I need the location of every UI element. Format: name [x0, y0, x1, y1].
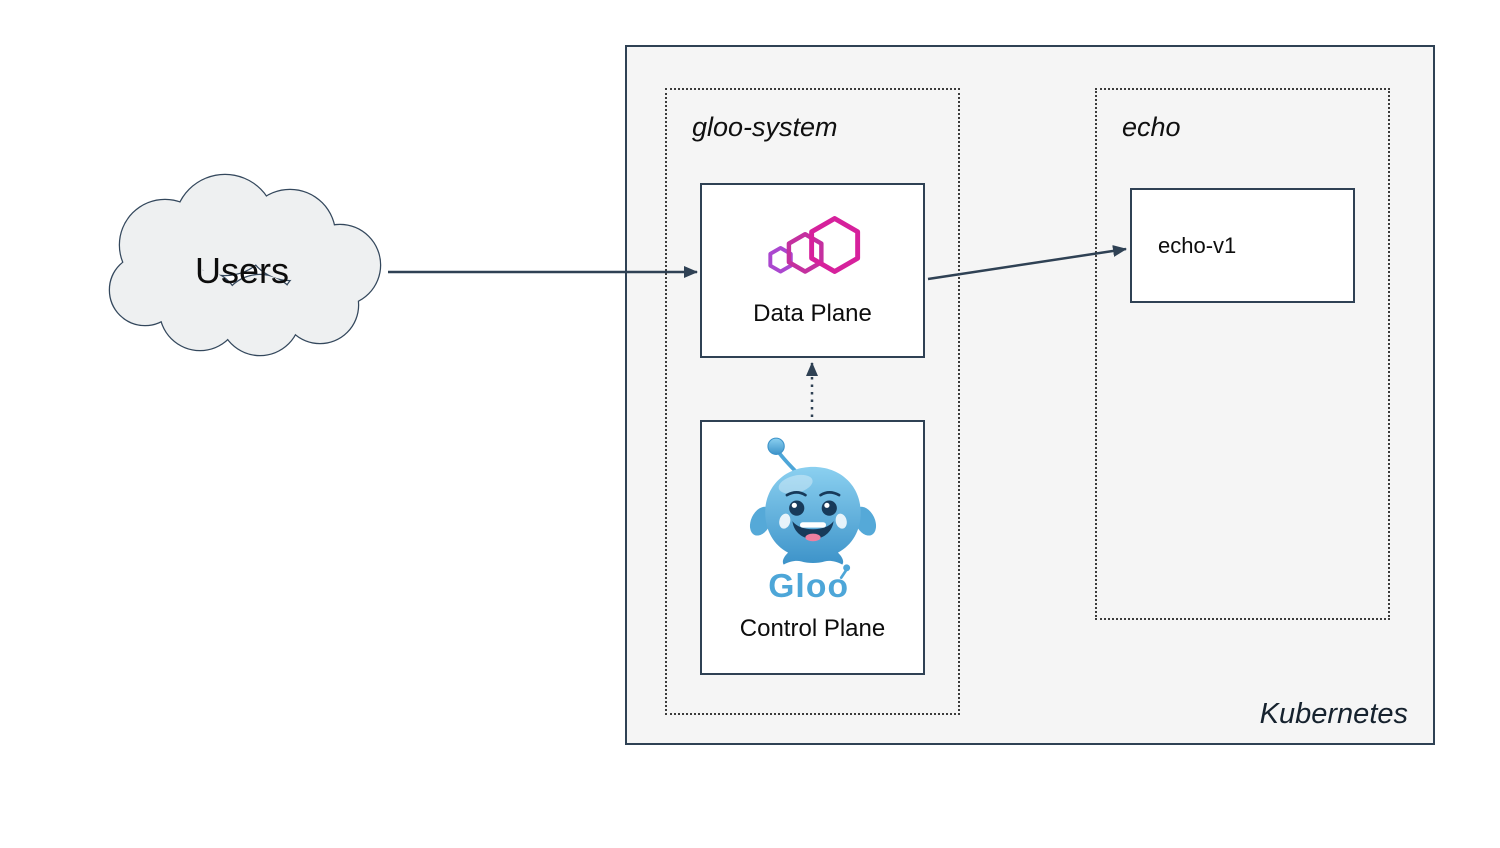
- namespace-gloo-system: gloo-system: [665, 88, 960, 715]
- data-plane-label: Data Plane: [753, 300, 872, 327]
- data-plane-node: Data Plane: [700, 183, 925, 358]
- control-plane-label: Control Plane: [739, 615, 886, 642]
- gloo-system-label: gloo-system: [692, 112, 838, 142]
- echo-v1-label: echo-v1: [1158, 232, 1237, 258]
- users-label: Users: [195, 250, 289, 291]
- echo-namespace-label: echo: [1122, 112, 1181, 142]
- gloo-mascot-icon: Gloo: [737, 430, 889, 613]
- namespace-echo: echo: [1095, 88, 1390, 620]
- gloo-wordmark: Gloo: [768, 568, 849, 605]
- gloo-proxy-hexagons-icon: [754, 205, 872, 290]
- echo-v1-node: echo-v1: [1130, 188, 1355, 303]
- control-plane-node: Gloo Control Plane: [700, 420, 925, 675]
- users-cloud: Users: [100, 170, 400, 370]
- kubernetes-label: Kubernetes: [1259, 698, 1408, 730]
